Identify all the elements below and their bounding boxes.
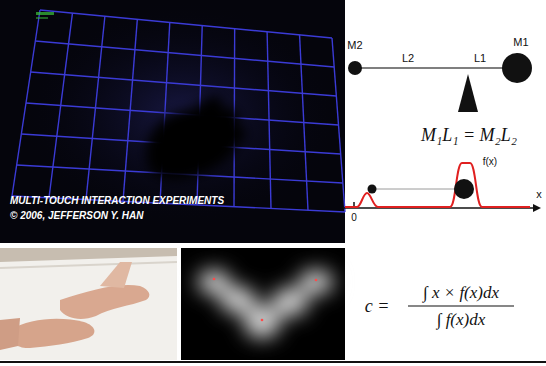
blob-centroids <box>213 278 318 322</box>
status-text-blur <box>36 17 48 19</box>
function-label: f(x) <box>483 157 497 167</box>
fulcrum <box>458 74 478 112</box>
status-text-blur <box>36 12 54 15</box>
numerator: ∫ x × f(x)dx <box>423 284 499 301</box>
length-label: L1 <box>474 53 486 64</box>
screenshot-ground <box>0 0 345 243</box>
grid-line <box>31 72 337 96</box>
mass-large <box>502 53 532 83</box>
balance-equation: M₁L₁ = M₂L₂ <box>421 126 517 144</box>
grid-line <box>40 10 332 38</box>
arm-left <box>0 318 20 350</box>
fraction-bar <box>408 305 514 306</box>
table-top <box>0 256 177 360</box>
origin-label: 0 <box>351 213 357 223</box>
hand-right <box>60 285 149 319</box>
mass-small <box>348 61 362 75</box>
point-small <box>368 185 377 194</box>
grid-line <box>35 41 334 67</box>
blob-image-ground <box>181 248 345 360</box>
video-credit: © 2006, JEFFERSON Y. HAN <box>10 211 144 221</box>
denominator: ∫ f(x)dx <box>437 311 486 328</box>
mass-link <box>372 189 464 190</box>
axis-label: x <box>536 189 542 200</box>
point-large <box>454 179 474 199</box>
length-label: L2 <box>402 53 414 64</box>
bottom-rule <box>0 361 546 363</box>
table-edge <box>0 262 177 268</box>
photo-wall <box>0 248 177 360</box>
mass-label: M1 <box>513 37 528 48</box>
hand-shadow <box>146 96 246 180</box>
lever-beam <box>355 67 505 69</box>
video-title: MULTI-TOUCH INTERACTION EXPERIMENTS <box>10 196 224 206</box>
arm-right <box>100 262 132 288</box>
touch-grid <box>12 10 345 212</box>
mass-label: M2 <box>347 40 362 51</box>
hand-left <box>10 319 95 348</box>
touch-blobs <box>198 270 333 338</box>
axis-arrowhead <box>533 204 541 212</box>
density-curve <box>345 163 530 207</box>
centroid-symbol: c = <box>365 297 390 315</box>
